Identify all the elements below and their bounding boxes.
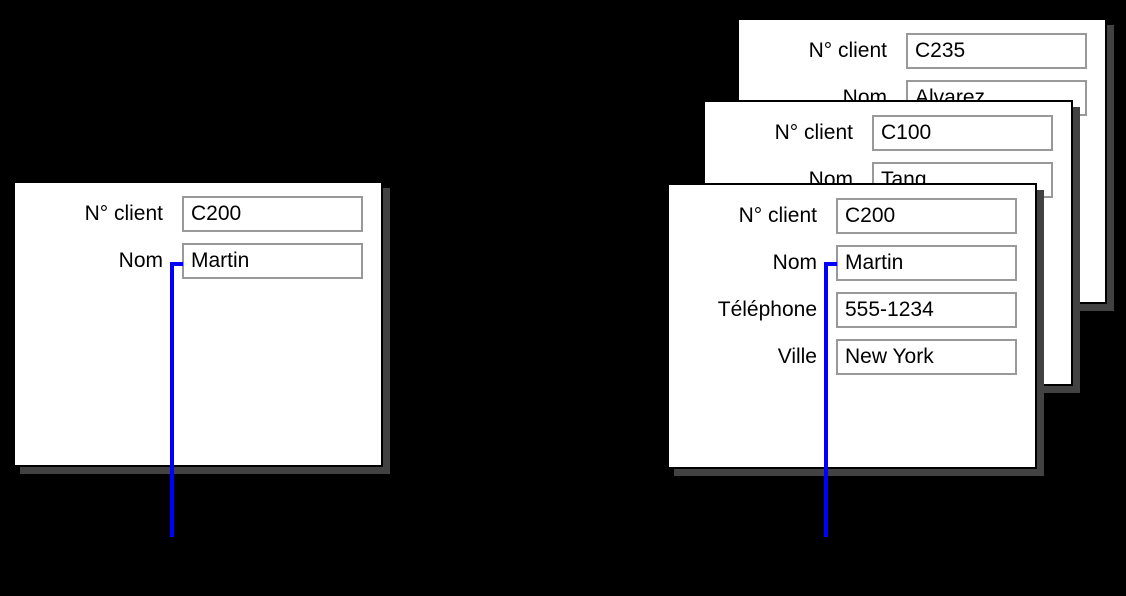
client-number-label: N° client (808, 39, 887, 62)
phone-label: Téléphone (717, 298, 817, 321)
form-row: Nom Martin (669, 245, 1035, 281)
phone-field[interactable]: 555-1234 (836, 292, 1017, 328)
pointer-line-left (170, 262, 183, 537)
client-number-label: N° client (738, 204, 817, 227)
form-row: N° client C235 (739, 33, 1105, 69)
city-label: Ville (777, 345, 817, 368)
client-number-label: N° client (774, 121, 853, 144)
name-label: Nom (118, 249, 163, 272)
form-row: Téléphone 555-1234 (669, 292, 1035, 328)
form-card-left: N° client C200 Nom Martin (13, 181, 383, 467)
client-number-label: N° client (84, 202, 163, 225)
form-row: Ville New York (669, 339, 1035, 375)
client-number-field[interactable]: C200 (836, 198, 1017, 234)
name-field[interactable]: Martin (182, 243, 363, 279)
form-row: Nom Martin (15, 243, 381, 279)
client-number-field[interactable]: C100 (872, 115, 1053, 151)
client-number-field[interactable]: C235 (906, 33, 1087, 69)
form-row: N° client C100 (705, 115, 1071, 151)
form-card-right-front: N° client C200 Nom Martin Téléphone 555-… (667, 183, 1037, 469)
form-row: N° client C200 (15, 196, 381, 232)
name-field[interactable]: Martin (836, 245, 1017, 281)
city-field[interactable]: New York (836, 339, 1017, 375)
name-label: Nom (772, 251, 817, 274)
client-number-field[interactable]: C200 (182, 196, 363, 232)
pointer-line-right (824, 262, 837, 537)
form-row: N° client C200 (669, 198, 1035, 234)
